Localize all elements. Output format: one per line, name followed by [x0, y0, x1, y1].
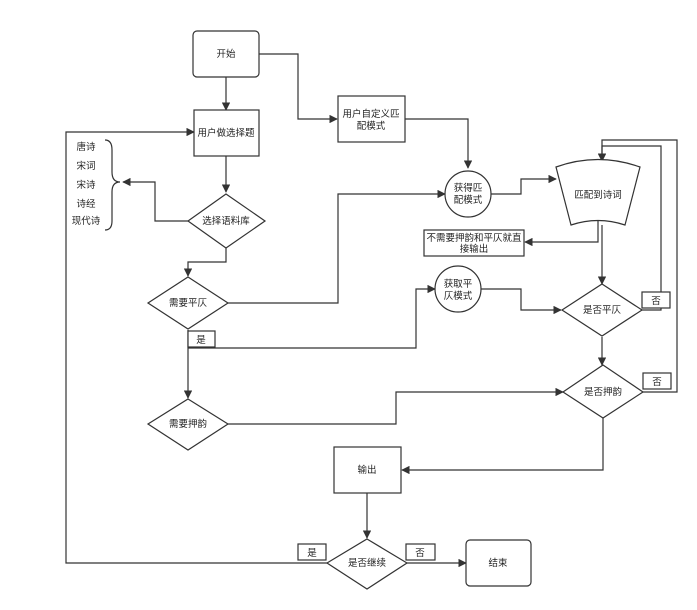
- end-node: 结束: [465, 539, 532, 587]
- custom-label-line-1: 用户自定义匹: [342, 108, 399, 120]
- rhyme-no-label: 否: [652, 377, 662, 388]
- end-label: 结束: [488, 557, 508, 569]
- edge-custom-to-get-match: [405, 118, 473, 169]
- select-label: 用户做选择题: [197, 127, 255, 139]
- edge-get-tone-to-is-tone: [481, 288, 562, 315]
- corpus-item: 宋词: [76, 160, 95, 172]
- corpus-label: 选择语料库: [202, 215, 250, 227]
- need-rhyme-label: 需要押韵: [169, 418, 207, 430]
- custom-label-line-2: 配模式: [357, 120, 386, 132]
- continue-node: 是否继续: [325, 538, 409, 590]
- tone-yes-label: 是: [196, 335, 206, 346]
- edge-is-rhyme-to-output: [401, 418, 604, 475]
- custom-node: 用户自定义匹 配模式: [337, 95, 406, 143]
- edge-start-to-custom: [259, 53, 338, 124]
- tone-yes-tag: 是: [187, 330, 216, 348]
- get-match-label-line-2: 配模式: [454, 194, 483, 206]
- edge-need-tone-yes-to-get-tone: [188, 284, 436, 349]
- edge-need-tone-to-get-match: [228, 189, 446, 304]
- match-poem-node: 匹配到诗词: [555, 158, 641, 226]
- get-tone-node: 获取平 仄模式: [434, 265, 482, 313]
- match-poem-label: 匹配到诗词: [574, 189, 622, 201]
- continue-yes-label: 是: [307, 548, 317, 559]
- edge-match-poem-to-direct-output: [524, 220, 599, 247]
- edge-corpus-to-need-tone: [183, 248, 227, 277]
- corpus-item: 宋诗: [76, 179, 96, 191]
- corpus-item: 诗经: [76, 198, 96, 210]
- corpus-list-bracket: [104, 139, 121, 231]
- direct-output-node: 不需要押韵和平仄就直 接输出: [423, 229, 525, 257]
- corpus-node: 选择语料库: [186, 193, 267, 249]
- direct-output-label-line-2: 接输出: [460, 243, 489, 255]
- tone-no-label: 否: [651, 296, 661, 307]
- get-match-label-line-1: 获得匹: [454, 182, 483, 194]
- tone-no-tag: 否: [641, 291, 671, 309]
- continue-no-tag: 否: [405, 543, 436, 561]
- direct-output-label-line-1: 不需要押韵和平仄就直: [426, 232, 522, 244]
- need-tone-node: 需要平仄: [146, 276, 230, 330]
- is-tone-label: 是否平仄: [583, 305, 622, 316]
- is-tone-node: 是否平仄: [560, 283, 644, 337]
- corpus-item: 唐诗: [76, 141, 96, 153]
- rhyme-no-tag: 否: [642, 372, 672, 390]
- get-tone-label-line-1: 获取平: [444, 279, 473, 290]
- corpus-list: 唐诗 宋词 宋诗 诗经 现代诗: [72, 141, 101, 227]
- edge-need-rhyme-to-is-rhyme: [228, 387, 564, 425]
- is-rhyme-node: 是否押韵: [561, 364, 645, 419]
- output-label: 输出: [357, 464, 376, 476]
- start-label: 开始: [216, 48, 236, 60]
- edge-corpus-to-list: [122, 177, 188, 222]
- continue-no-label: 否: [415, 548, 425, 559]
- output-node: 输出: [333, 446, 402, 494]
- continue-yes-tag: 是: [297, 543, 327, 561]
- edge-continue-yes-loop: [65, 127, 327, 564]
- get-match-node: 获得匹 配模式: [444, 170, 492, 218]
- continue-label: 是否继续: [348, 557, 387, 569]
- connectors: [65, 53, 678, 568]
- edge-get-match-to-match-poem: [491, 174, 557, 195]
- edge-is-rhyme-no-loop: [597, 139, 678, 393]
- start-node: 开始: [192, 30, 260, 78]
- select-node: 用户做选择题: [193, 109, 260, 157]
- get-tone-label-line-2: 仄模式: [444, 290, 473, 302]
- corpus-item: 现代诗: [72, 216, 101, 227]
- need-rhyme-node: 需要押韵: [146, 398, 230, 451]
- need-tone-label: 需要平仄: [169, 298, 208, 309]
- is-rhyme-label: 是否押韵: [584, 386, 622, 398]
